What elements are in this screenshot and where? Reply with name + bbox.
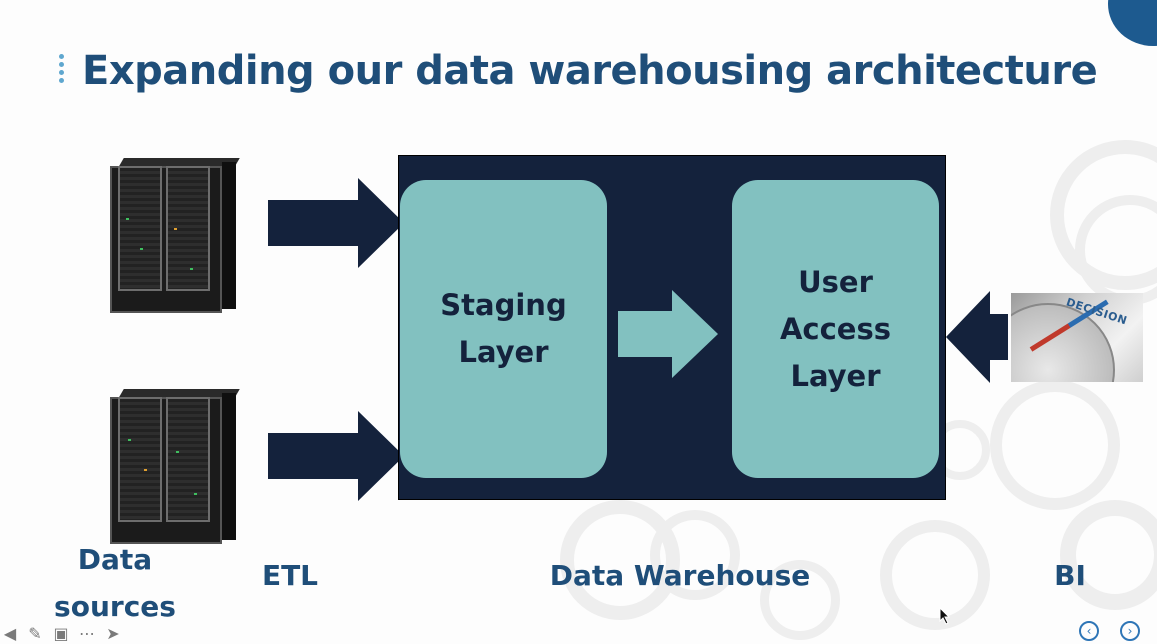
staging-layer-box: Staging Layer xyxy=(400,180,607,478)
next-slide-button[interactable]: › xyxy=(1120,621,1140,641)
slides-icon[interactable]: ▣ xyxy=(53,623,69,643)
user-access-layer-label: User Access Layer xyxy=(779,264,891,393)
server-rack-icon xyxy=(110,389,240,544)
bi-arrow xyxy=(946,291,1008,383)
server-rack-icon xyxy=(110,158,240,313)
etl-label: ETL xyxy=(261,559,319,592)
mouse-cursor-icon xyxy=(939,607,951,625)
corner-accent-circle xyxy=(1108,0,1157,46)
decision-compass-image: DECISION xyxy=(1011,293,1143,382)
staging-layer-label: Staging Layer xyxy=(440,288,567,369)
etl-arrow-top xyxy=(268,178,404,268)
decorative-ring xyxy=(650,510,740,600)
slide-title: Expanding our data warehousing architect… xyxy=(82,48,1098,94)
decorative-ring xyxy=(760,560,840,640)
back-arrow-icon[interactable]: ◀ xyxy=(3,623,17,643)
user-access-layer-box: User Access Layer xyxy=(732,180,939,478)
previous-slide-button[interactable]: ‹ xyxy=(1079,621,1099,641)
more-icon[interactable]: ⋯ xyxy=(79,623,95,643)
etl-arrow-bottom xyxy=(268,411,404,501)
pen-icon[interactable]: ✎ xyxy=(28,623,42,643)
title-bullet-icon xyxy=(59,54,65,86)
bi-label: BI xyxy=(1054,559,1086,592)
data-warehouse-label: Data Warehouse xyxy=(549,559,811,592)
decorative-ring xyxy=(990,380,1120,510)
forward-arrow-icon[interactable]: ➤ xyxy=(106,623,120,643)
staging-to-access-arrow xyxy=(618,290,718,378)
data-sources-label: Data sources xyxy=(54,543,176,623)
decorative-ring xyxy=(880,520,990,630)
